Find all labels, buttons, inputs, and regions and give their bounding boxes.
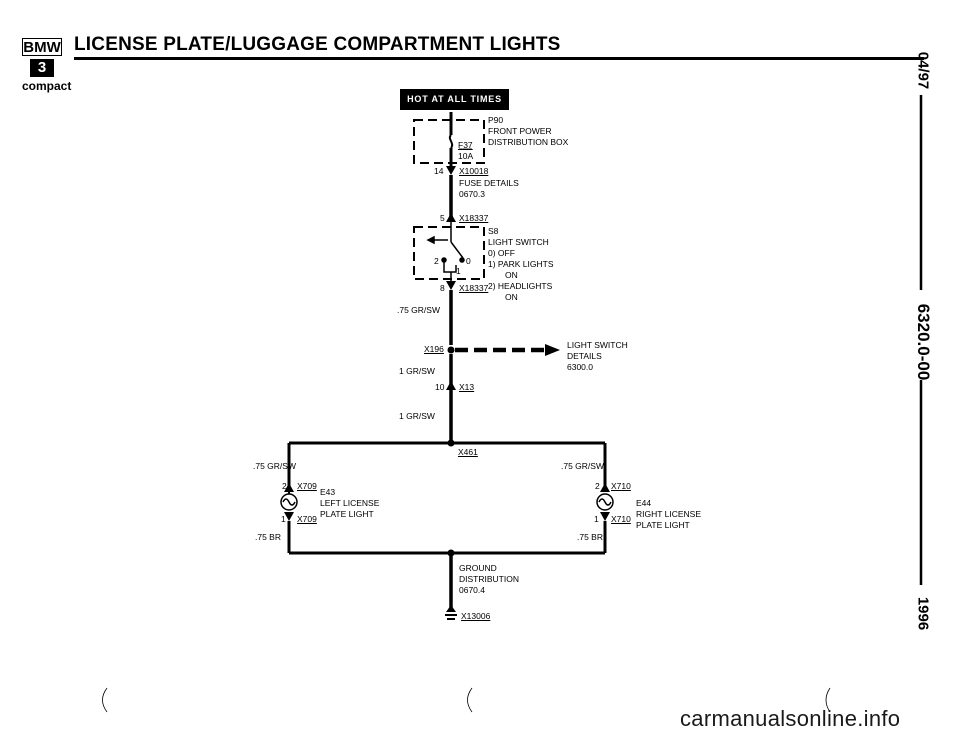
fuse-connector-pin: 14 [434, 166, 444, 176]
page-title: LICENSE PLATE/LUGGAGE COMPARTMENT LIGHTS [74, 34, 561, 55]
ground-ref-line2: DISTRIBUTION [459, 574, 519, 584]
switch-top-connector-symbol [446, 213, 456, 222]
light-switch-ref-line3: 6300.0 [567, 362, 593, 372]
switch-pos0: 0) OFF [488, 248, 515, 258]
title-rule [74, 57, 924, 60]
splice-x196-label: X196 [424, 344, 444, 354]
splice-x461-label: X461 [458, 447, 478, 457]
left-wire-top-label: .75 GR/SW [253, 461, 296, 471]
switch-pos1: 1) PARK LIGHTS [488, 259, 554, 269]
power-box-line1: FRONT POWER [488, 126, 552, 136]
left-conn-top: X709 [297, 481, 317, 491]
fuse-details-line2: 0670.3 [459, 189, 485, 199]
scan-mark [825, 687, 831, 713]
right-lamp-bottom-connector [600, 512, 610, 521]
switch-bottom-conn-code: X18337 [459, 283, 489, 293]
left-lamp-code: E43 [320, 487, 336, 497]
power-distribution-box [413, 119, 485, 164]
left-lamp-top-connector [284, 483, 294, 492]
switch-bottom-connector-symbol [446, 281, 456, 290]
left-wire-bottom-label: .75 BR [255, 532, 281, 542]
fuse-code: F37 [458, 140, 473, 150]
light-switch-internals [426, 222, 465, 284]
light-switch-ref-line2: DETAILS [567, 351, 602, 361]
right-pin-top: 2 [595, 481, 600, 491]
left-lamp-bottom-connector [284, 512, 294, 521]
bmw-logo: BMW 3 [22, 38, 64, 82]
left-lamp-symbol [280, 493, 298, 511]
ground-symbol [445, 605, 457, 620]
left-lamp-line2: PLATE LIGHT [320, 509, 374, 519]
bmw-logo-text: BMW [22, 38, 62, 56]
right-pin-bottom: 1 [594, 514, 599, 524]
switch-pos2-b: ON [505, 292, 518, 302]
ground-ref-line1: GROUND [459, 563, 497, 573]
ground-point-code: X13006 [461, 611, 491, 621]
ground-splice-dot [447, 549, 455, 557]
left-pin-bottom: 1 [281, 514, 286, 524]
wire-label-3: 1 GR/SW [399, 411, 435, 421]
switch-name: LIGHT SWITCH [488, 237, 549, 247]
light-switch-box [413, 226, 485, 280]
right-lamp-symbol [596, 493, 614, 511]
switch-contact-0: 0 [466, 256, 471, 266]
switch-bottom-pin: 8 [440, 283, 445, 293]
ground-ref-line3: 0670.4 [459, 585, 485, 595]
right-conn-bottom: X710 [611, 514, 631, 524]
model-logo: 3 [30, 59, 54, 77]
light-switch-ref-arrowhead [545, 344, 560, 356]
watermark: carmanualsonline.info [680, 706, 901, 731]
x13-pin: 10 [435, 382, 445, 392]
switch-pos2: 2) HEADLIGHTS [488, 281, 553, 291]
switch-pos1-b: ON [505, 270, 518, 280]
fuse-rating: 10A [458, 151, 474, 161]
right-lamp-line1: RIGHT LICENSE [636, 509, 702, 519]
hot-at-all-times-label: HOT AT ALL TIMES [400, 89, 509, 110]
fuse-symbol [448, 134, 454, 149]
model-variant: compact [22, 79, 72, 93]
right-conn-top: X710 [611, 481, 631, 491]
switch-contact-1: 1 [456, 266, 461, 276]
power-box-code: P90 [488, 115, 504, 125]
switch-top-conn-code: X18337 [459, 213, 489, 223]
x13-code: X13 [459, 382, 475, 392]
fuse-connector-code: X10018 [459, 166, 489, 176]
fuse-details-line1: FUSE DETAILS [459, 178, 519, 188]
left-lamp-line1: LEFT LICENSE [320, 498, 380, 508]
right-wire-bottom-label: .75 BR [577, 532, 603, 542]
light-switch-ref-line1: LIGHT SWITCH [567, 340, 628, 350]
scan-mark [467, 687, 473, 713]
right-lamp-line2: PLATE LIGHT [636, 520, 690, 530]
right-wire-top-label: .75 GR/SW [561, 461, 604, 471]
switch-contact-2: 2 [434, 256, 439, 266]
power-box-line2: DISTRIBUTION BOX [488, 137, 569, 147]
switch-top-pin: 5 [440, 213, 445, 223]
right-lamp-code: E44 [636, 498, 652, 508]
wire-label-1: .75 GR/SW [397, 305, 440, 315]
fuse-connector-symbol [446, 166, 456, 175]
left-conn-bottom: X709 [297, 514, 317, 524]
scan-mark [102, 687, 108, 713]
x13-connector-symbol [446, 381, 456, 390]
splice-x196-dot [447, 346, 455, 354]
wire-label-2: 1 GR/SW [399, 366, 435, 376]
switch-code: S8 [488, 226, 499, 236]
right-lamp-top-connector [600, 483, 610, 492]
left-pin-top: 2 [282, 481, 287, 491]
